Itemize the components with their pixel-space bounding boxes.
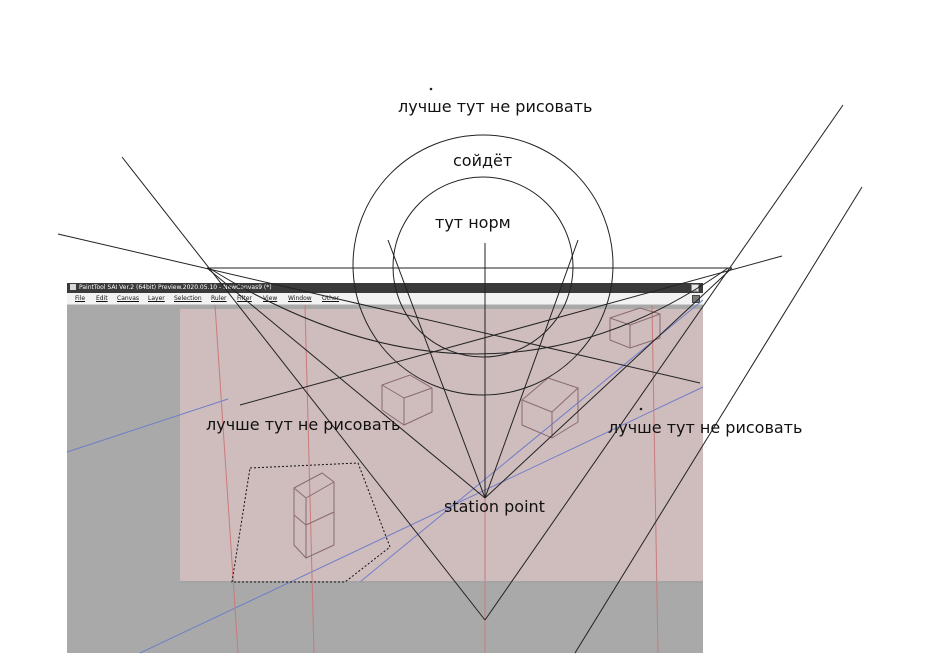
inner-circle-label: тут норм xyxy=(435,213,511,232)
minimize-button[interactable]: _ xyxy=(691,284,699,292)
app-icon xyxy=(70,284,76,290)
menu-layer[interactable]: Layer xyxy=(148,295,165,302)
window-title: PaintTool SAI Ver.2 (64bit) Preview.2020… xyxy=(79,284,272,291)
outer-circle-label: сойдёт xyxy=(453,151,512,170)
menu-filter[interactable]: Filter xyxy=(237,295,252,302)
menu-bar: File Edit Canvas Layer Selection Ruler F… xyxy=(67,293,703,305)
menu-ruler[interactable]: Ruler xyxy=(211,295,227,302)
canvas-workspace[interactable] xyxy=(67,305,703,653)
dot-mark xyxy=(429,87,433,91)
menu-file[interactable]: File xyxy=(75,295,86,302)
canvas-paper[interactable] xyxy=(180,309,703,581)
minimize-icon: _ xyxy=(693,284,697,291)
menu-view[interactable]: View xyxy=(263,295,278,302)
painttool-sai-window: PaintTool SAI Ver.2 (64bit) Preview.2020… xyxy=(67,283,703,653)
menu-canvas[interactable]: Canvas xyxy=(117,295,140,302)
top-warning-label: лучше тут не рисовать xyxy=(398,97,592,116)
menu-other[interactable]: Other xyxy=(322,295,340,302)
menu-window[interactable]: Window xyxy=(288,295,312,302)
menu-selection[interactable]: Selection xyxy=(174,295,202,302)
document-icon[interactable] xyxy=(692,295,700,303)
menu-edit[interactable]: Edit xyxy=(96,295,108,302)
window-titlebar[interactable]: PaintTool SAI Ver.2 (64bit) Preview.2020… xyxy=(67,283,703,293)
